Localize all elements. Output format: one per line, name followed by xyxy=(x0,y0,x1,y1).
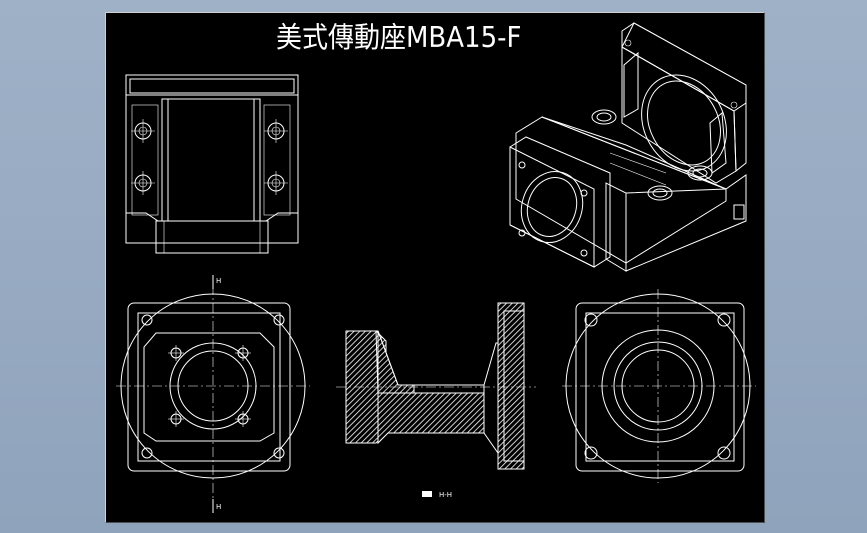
drawing-title: 美式傳動座MBA15-F xyxy=(276,21,522,55)
front-view: H H xyxy=(116,275,310,513)
drawing-sheet: H H H-H xyxy=(105,12,765,523)
cad-drawing: H H H-H xyxy=(116,22,756,513)
side-view xyxy=(562,289,756,483)
section-view: H-H xyxy=(336,302,536,499)
top-view xyxy=(125,74,299,254)
section-symbol-icon xyxy=(422,491,432,497)
section-mark-top: H xyxy=(216,277,221,285)
section-mark-bottom: H xyxy=(216,503,221,511)
isometric-view xyxy=(509,22,747,272)
section-caption: H-H xyxy=(439,491,452,499)
